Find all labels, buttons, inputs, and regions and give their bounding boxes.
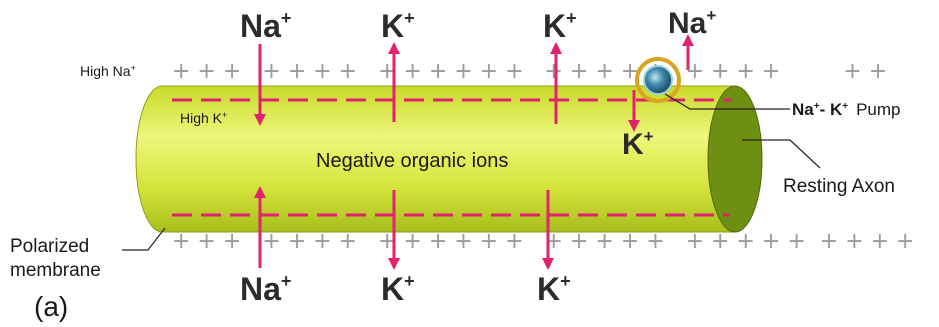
pump-ring xyxy=(635,57,681,103)
ion-label-k-bottom-1: K+ xyxy=(381,271,415,307)
axon-leader-line xyxy=(742,139,821,169)
axon-label: Resting Axon xyxy=(783,176,895,197)
membrane-leader-line xyxy=(122,227,166,251)
membrane-label-line2: membrane xyxy=(10,260,101,281)
pump-leader-line xyxy=(664,93,790,110)
top-charge-row: + + + + + + + + + + + + + + + + + + + + … xyxy=(172,59,887,84)
axon-cylinder-body xyxy=(135,85,736,233)
high-k-label: High K+ xyxy=(180,110,227,126)
ion-label-k-top-2: K+ xyxy=(543,8,577,44)
membrane-label-line1: Polarized xyxy=(10,236,89,257)
axon-cylinder-end xyxy=(707,85,763,233)
ion-label-na-top: Na+ xyxy=(240,8,291,44)
ion-label-na-pump: Na+ xyxy=(668,6,716,40)
ion-label-k-pump: K+ xyxy=(622,127,654,161)
high-na-label: High Na+ xyxy=(80,63,136,79)
pump-icon xyxy=(643,65,673,95)
pump-label: Na+- K+Pump xyxy=(792,100,901,119)
ion-label-k-bottom-2: K+ xyxy=(537,271,571,307)
panel-label: (a) xyxy=(34,291,68,322)
center-label: Negative organic ions xyxy=(316,150,508,172)
ion-label-na-bottom: Na+ xyxy=(240,271,291,307)
ion-label-k-top-1: K+ xyxy=(381,8,415,44)
bottom-charge-row: + + + + + + + + + + + + + + + + + + + + … xyxy=(172,229,914,254)
